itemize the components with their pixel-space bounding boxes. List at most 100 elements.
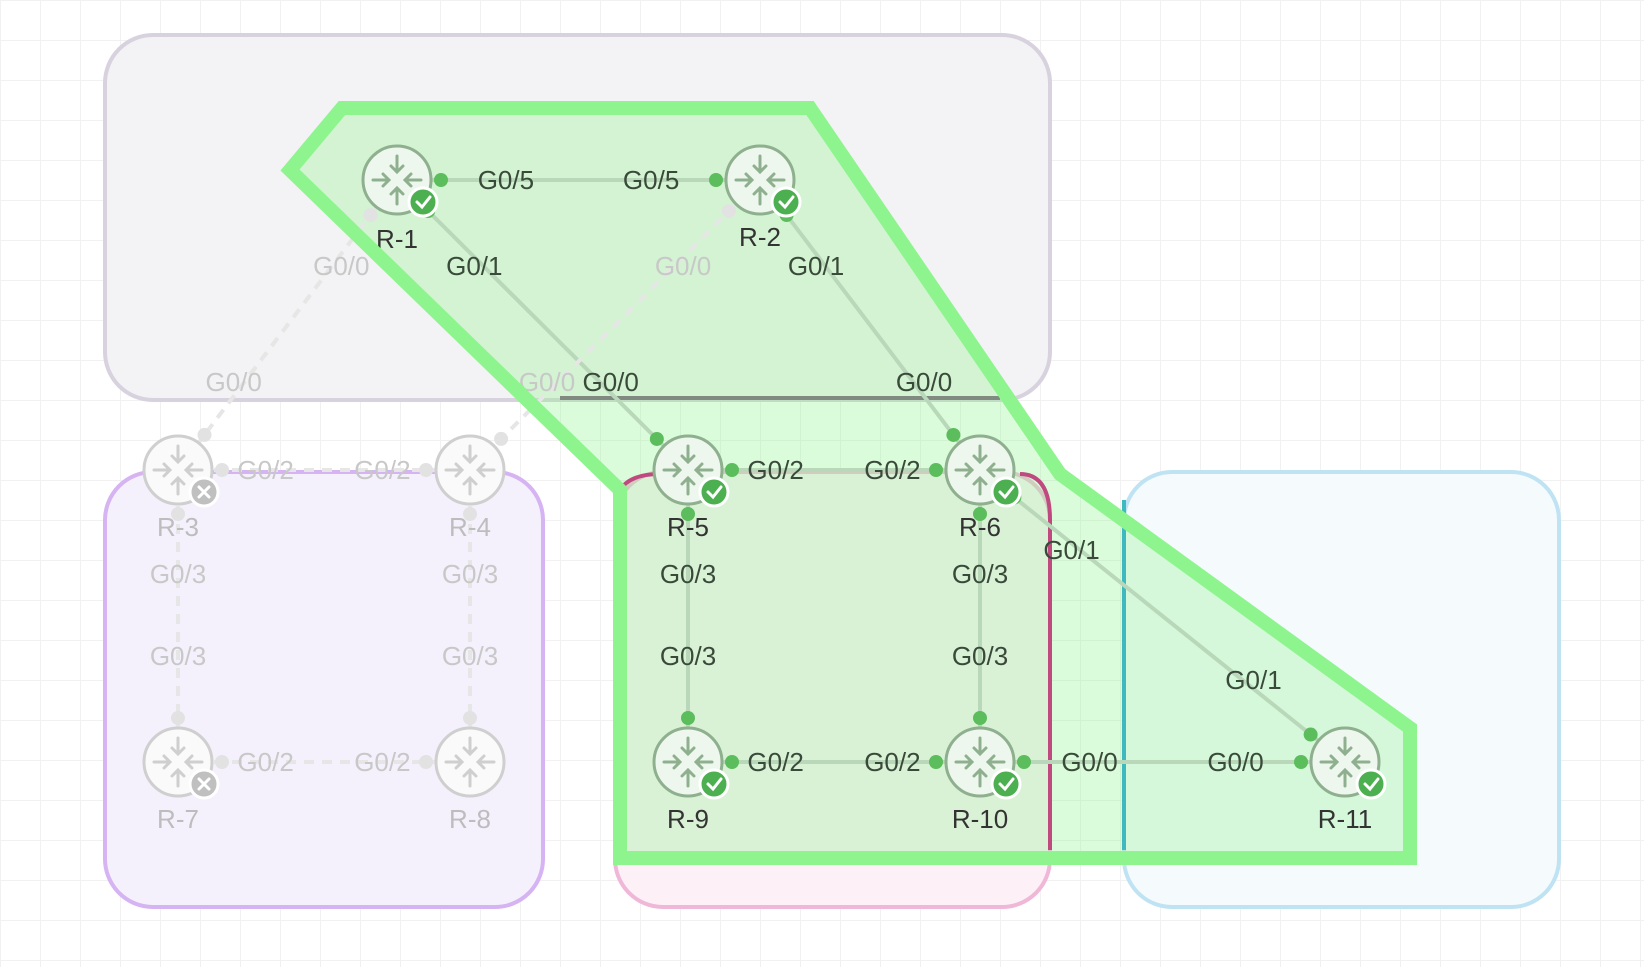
port-dot[interactable] bbox=[681, 507, 695, 521]
link-r-1-r-2[interactable]: G0/5 G0/5 bbox=[397, 165, 760, 195]
router-icon[interactable] bbox=[434, 726, 506, 798]
router-r-4[interactable]: R-4 bbox=[434, 434, 506, 542]
port-dot[interactable] bbox=[725, 755, 739, 769]
port-dot[interactable] bbox=[419, 755, 433, 769]
link-line[interactable] bbox=[395, 178, 690, 472]
port-label: G0/2 bbox=[747, 747, 803, 777]
status-ok-icon bbox=[990, 768, 1022, 800]
port-label: G0/3 bbox=[660, 641, 716, 671]
port-label: G0/2 bbox=[747, 455, 803, 485]
port-dot[interactable] bbox=[929, 463, 943, 477]
router-r-11[interactable]: R-11 bbox=[1309, 726, 1387, 834]
port-label: G0/5 bbox=[478, 165, 534, 195]
status-ok-icon bbox=[407, 186, 439, 218]
port-label: G0/3 bbox=[150, 559, 206, 589]
port-dot[interactable] bbox=[171, 711, 185, 725]
link-r-9-r-10[interactable]: G0/2 G0/2 bbox=[688, 747, 980, 777]
port-dot[interactable] bbox=[171, 507, 185, 521]
port-dot[interactable] bbox=[725, 463, 739, 477]
port-dot[interactable] bbox=[721, 204, 736, 219]
link-r-1-r-3[interactable]: G0/0G0/0 bbox=[176, 178, 399, 472]
port-label: G0/0 bbox=[1207, 747, 1263, 777]
port-label: G0/2 bbox=[237, 455, 293, 485]
port-dot[interactable] bbox=[1017, 755, 1031, 769]
port-dot[interactable] bbox=[494, 431, 509, 446]
group-containers bbox=[103, 33, 1561, 909]
router-name: R-10 bbox=[952, 804, 1008, 834]
router-arrows-icon bbox=[954, 736, 1006, 788]
highlighted-path-outline bbox=[280, 101, 1417, 865]
port-dot[interactable] bbox=[463, 507, 477, 521]
link-r-6-r-10[interactable]: G0/3G0/3 bbox=[952, 470, 1008, 762]
port-label: G0/3 bbox=[660, 559, 716, 589]
port-dot[interactable] bbox=[973, 711, 987, 725]
port-label: G0/2 bbox=[354, 455, 410, 485]
router-arrows-icon bbox=[662, 736, 714, 788]
port-dot[interactable] bbox=[946, 427, 961, 442]
port-dot[interactable] bbox=[215, 755, 229, 769]
link-r-3-r-7[interactable]: G0/3G0/3 bbox=[150, 470, 206, 762]
status-ok-icon bbox=[770, 186, 802, 218]
port-label: G0/0 bbox=[655, 251, 711, 281]
link-line[interactable] bbox=[468, 178, 762, 472]
router-r-10[interactable]: R-10 bbox=[944, 726, 1022, 834]
router-name: R-5 bbox=[667, 512, 709, 542]
router-name: R-1 bbox=[376, 224, 418, 254]
router-arrows-icon bbox=[734, 154, 786, 206]
port-dot[interactable] bbox=[1303, 727, 1318, 742]
router-r-8[interactable]: R-8 bbox=[434, 726, 506, 834]
port-label: G0/0 bbox=[206, 367, 262, 397]
router-arrows-icon bbox=[662, 444, 714, 496]
port-dot[interactable] bbox=[973, 507, 987, 521]
port-dot[interactable] bbox=[215, 463, 229, 477]
port-label: G0/1 bbox=[1225, 665, 1281, 695]
link-line[interactable] bbox=[978, 468, 1347, 764]
router-name: R-4 bbox=[449, 512, 491, 542]
link-r-10-r-11[interactable]: G0/0 G0/0 bbox=[980, 747, 1345, 777]
router-arrows-icon bbox=[1319, 736, 1371, 788]
link-r-4-r-8[interactable]: G0/3G0/3 bbox=[442, 470, 498, 762]
router-r-1[interactable]: R-1 bbox=[361, 144, 439, 254]
router-r-2[interactable]: R-2 bbox=[724, 144, 802, 252]
port-label: G0/5 bbox=[623, 165, 679, 195]
link-line[interactable] bbox=[176, 178, 399, 472]
link-line[interactable] bbox=[758, 178, 982, 472]
router-name: R-2 bbox=[739, 222, 781, 252]
router-name: R-7 bbox=[157, 804, 199, 834]
port-dot[interactable] bbox=[419, 463, 433, 477]
router-arrows-icon bbox=[444, 444, 496, 496]
port-dot[interactable] bbox=[929, 755, 943, 769]
router-icon[interactable] bbox=[434, 434, 506, 506]
port-dot[interactable] bbox=[1294, 755, 1308, 769]
status-ok-icon bbox=[990, 476, 1022, 508]
port-dot[interactable] bbox=[363, 208, 378, 223]
port-label: G0/0 bbox=[1061, 747, 1117, 777]
router-arrows-icon bbox=[152, 736, 204, 788]
router-r-5[interactable]: R-5 bbox=[652, 434, 730, 542]
router-r-3[interactable]: R-3 bbox=[142, 434, 220, 542]
router-r-7[interactable]: R-7 bbox=[142, 726, 220, 834]
highlighted-path-area[interactable] bbox=[290, 108, 1410, 858]
link-r-5-r-6[interactable]: G0/2 G0/2 bbox=[688, 455, 980, 485]
link-r-3-r-4[interactable]: G0/2 G0/2 bbox=[178, 455, 470, 485]
port-dot[interactable] bbox=[649, 431, 664, 446]
router-r-9[interactable]: R-9 bbox=[652, 726, 730, 834]
port-dot[interactable] bbox=[709, 173, 723, 187]
port-dot[interactable] bbox=[681, 711, 695, 725]
port-dot[interactable] bbox=[463, 711, 477, 725]
port-label: G0/3 bbox=[952, 559, 1008, 589]
port-label: G0/2 bbox=[864, 455, 920, 485]
port-label: G0/2 bbox=[864, 747, 920, 777]
port-dot[interactable] bbox=[197, 427, 212, 442]
status-ok-icon bbox=[1355, 768, 1387, 800]
router-r-6[interactable]: R-6 bbox=[944, 434, 1022, 542]
port-label: G0/2 bbox=[237, 747, 293, 777]
port-dot[interactable] bbox=[434, 173, 448, 187]
port-label: G0/0 bbox=[896, 367, 952, 397]
link-r-5-r-9[interactable]: G0/3G0/3 bbox=[660, 470, 716, 762]
link-r-6-r-11[interactable]: G0/1G0/1 bbox=[978, 468, 1347, 764]
